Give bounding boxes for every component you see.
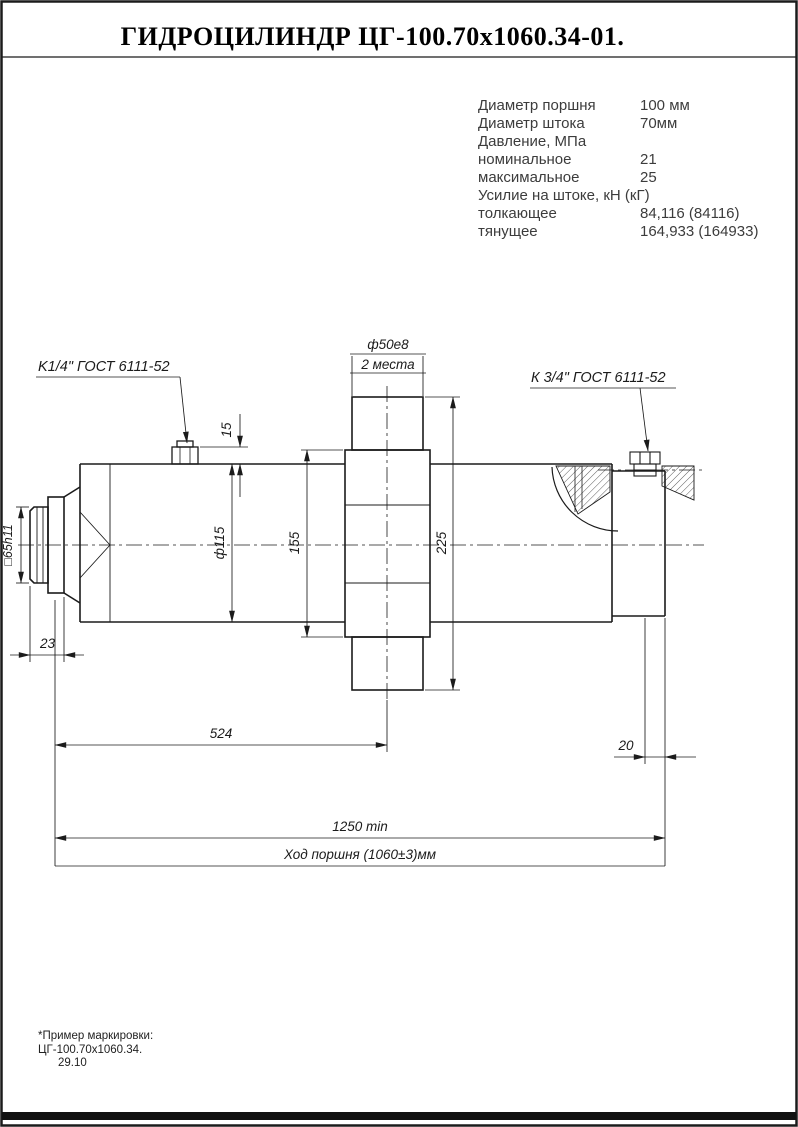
dim-port-offset-text: 15 <box>219 422 234 438</box>
dim-port-offset-lines <box>200 414 248 497</box>
label-port-right: К 3/4" ГОСТ 6111-52 <box>531 370 666 386</box>
leader-port-left <box>36 376 189 444</box>
gland-seal-lines <box>574 466 583 512</box>
spec-label: Диаметр штока <box>478 115 585 132</box>
spec-row: максимальное 25 <box>478 169 657 187</box>
spec-row: Диаметр поршня 100 мм <box>478 97 690 115</box>
label-port-left: K1/4" ГОСТ 6111-52 <box>38 359 170 375</box>
left-mount <box>29 486 81 604</box>
spec-row: толкающее 84,116 (84116) <box>478 205 740 223</box>
label-square-end: □65h11 <box>1 524 15 565</box>
spec-label: Усилие на штоке, кН (кГ) <box>478 187 650 204</box>
dim-body-dia-text: ф115 <box>212 526 227 559</box>
drawing-texts: K1/4" ГОСТ 6111-52 К 3/4" ГОСТ 6111-52 ф… <box>1 337 666 862</box>
dim-overall-text: 1250 min <box>332 819 388 834</box>
marking-note: *Пример маркировки: ЦГ-100.70х1060.34. 2… <box>38 1030 153 1071</box>
left-port-plug <box>171 440 199 465</box>
spec-label: номинальное <box>478 151 572 168</box>
spec-label: Давление, МПа <box>478 133 587 150</box>
spec-value: 164,933 (164933) <box>640 223 759 240</box>
spec-row: номинальное 21 <box>478 151 657 169</box>
spec-table: Диаметр поршня 100 мм Диаметр штока 70мм… <box>478 97 758 241</box>
section-hatch <box>661 465 695 501</box>
page-title: ГИДРОЦИЛИНДР ЦГ-100.70х1060.34-01. <box>120 22 625 51</box>
leader-port-right <box>530 387 676 452</box>
spec-value: 84,116 (84116) <box>640 205 740 222</box>
dim-rod-end-text: 20 <box>617 738 634 753</box>
spec-label: толкающее <box>478 205 557 222</box>
axis-centerline <box>18 386 704 700</box>
cylinder-body <box>79 463 613 623</box>
spec-row: тянущее 164,933 (164933) <box>478 223 758 241</box>
dim-overall-lines <box>54 835 666 867</box>
dim-trunnion-span-lines <box>425 396 460 691</box>
dim-rod-end-lines <box>614 618 696 866</box>
right-port-plug <box>629 451 661 477</box>
bottom-frame-bar <box>2 1112 796 1120</box>
label-trunnion-dia: ф50е8 <box>367 337 409 352</box>
note-line: 29.10 <box>58 1057 87 1069</box>
dimensions <box>10 353 696 867</box>
dim-trunnion-span-text: 225 <box>434 531 449 555</box>
spec-row: Давление, МПа <box>478 133 650 151</box>
section-hatch <box>555 465 611 515</box>
dim-square-len-text: 23 <box>39 636 56 651</box>
spec-label: максимальное <box>478 169 580 186</box>
dim-stroke-text: Ход поршня (1060±3)мм <box>283 847 436 862</box>
spec-value: 70мм <box>640 115 678 132</box>
spec-value: 25 <box>640 169 657 186</box>
note-line: ЦГ-100.70х1060.34. <box>38 1043 143 1056</box>
trunnion-block <box>344 396 431 691</box>
spec-row: Усилие на штоке, кН (кГ) <box>478 187 650 205</box>
head-section <box>551 451 695 617</box>
dim-to-trunnion-lines <box>54 600 388 866</box>
dim-square-len-lines <box>10 586 84 662</box>
callout-trunnion-dia-lines <box>350 353 426 396</box>
dim-to-trunnion-text: 524 <box>210 726 233 741</box>
spec-value: 21 <box>640 151 657 168</box>
spec-label: тянущее <box>478 223 538 240</box>
dim-square-end-lines <box>16 506 29 584</box>
spec-label: Диаметр поршня <box>478 97 596 114</box>
dim-trunnion-base-lines <box>301 449 343 638</box>
note-line: *Пример маркировки: <box>38 1030 154 1042</box>
label-trunnion-places: 2 места <box>360 357 415 372</box>
dim-trunnion-base-text: 155 <box>287 531 302 554</box>
spec-value: 100 мм <box>640 97 690 114</box>
spec-row: Диаметр штока 70мм <box>478 115 677 133</box>
